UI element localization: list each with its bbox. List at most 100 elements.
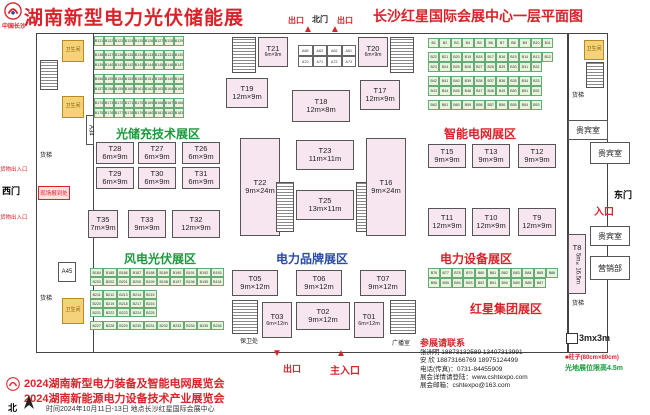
booth-B186[interactable]: B186 bbox=[116, 268, 131, 277]
booth-B166[interactable]: B166 bbox=[174, 98, 184, 108]
booth-B211[interactable]: B211 bbox=[90, 290, 104, 299]
booth-B147[interactable]: B147 bbox=[174, 60, 184, 70]
booth-B168[interactable]: B168 bbox=[154, 98, 164, 108]
booth-B143[interactable]: B143 bbox=[134, 60, 144, 70]
booth-B195[interactable]: B195 bbox=[197, 277, 211, 286]
booth-B135[interactable]: B135 bbox=[124, 50, 134, 60]
booth-A73[interactable]: A73 bbox=[341, 56, 356, 67]
booth-A65[interactable]: A65 bbox=[298, 45, 313, 56]
booth-B156[interactable]: B156 bbox=[94, 74, 104, 84]
booth-B134[interactable]: B134 bbox=[134, 50, 144, 60]
booth-B182[interactable]: B182 bbox=[164, 108, 174, 118]
booth-B76[interactable]: B76 bbox=[428, 268, 440, 278]
booth-B27[interactable]: B27 bbox=[473, 62, 485, 72]
booth-B149[interactable]: B149 bbox=[164, 74, 174, 84]
booth-B151[interactable]: B151 bbox=[144, 74, 154, 84]
booth-B167[interactable]: B167 bbox=[164, 98, 174, 108]
booth-B190[interactable]: B190 bbox=[170, 268, 184, 277]
booth-B150[interactable]: B150 bbox=[154, 74, 164, 84]
booth-B212[interactable]: B212 bbox=[103, 290, 117, 299]
booth-B127[interactable]: B127 bbox=[154, 36, 164, 46]
booth-B31[interactable]: B31 bbox=[519, 62, 531, 72]
booth-B60[interactable]: B60 bbox=[450, 100, 463, 110]
booth-B13[interactable]: B13 bbox=[530, 52, 542, 62]
booth-B85[interactable]: B85 bbox=[534, 268, 546, 278]
booth-B96[interactable]: B96 bbox=[428, 278, 440, 288]
booth-B154[interactable]: B154 bbox=[114, 74, 124, 84]
booth-B152[interactable]: B152 bbox=[134, 74, 144, 84]
booth-B199[interactable]: B199 bbox=[143, 277, 157, 286]
booth-B220[interactable]: B220 bbox=[90, 299, 104, 308]
booth-B21[interactable]: B21 bbox=[439, 52, 451, 62]
booth-B42[interactable]: B42 bbox=[428, 76, 440, 86]
booth-B5[interactable]: B5 bbox=[473, 38, 485, 48]
booth-B192[interactable]: B192 bbox=[197, 268, 211, 277]
booth-B159[interactable]: B159 bbox=[114, 84, 124, 94]
booth-B10[interactable]: B10 bbox=[530, 38, 542, 48]
booth-B218[interactable]: B218 bbox=[116, 299, 131, 308]
booth-T8[interactable]: T8 5m×16.5m bbox=[568, 234, 586, 294]
booth-B219[interactable]: B219 bbox=[103, 299, 117, 308]
booth-B193[interactable]: B193 bbox=[210, 268, 224, 277]
booth-B130[interactable]: B130 bbox=[174, 50, 184, 60]
booth-B224[interactable]: B224 bbox=[130, 308, 144, 317]
booth-B142[interactable]: B142 bbox=[124, 60, 134, 70]
booth-B1[interactable]: B1 bbox=[428, 38, 440, 48]
booth-B170[interactable]: B170 bbox=[134, 98, 144, 108]
booth-A72[interactable]: A72 bbox=[327, 56, 342, 67]
booth-B162[interactable]: B162 bbox=[144, 84, 154, 94]
booth-B179[interactable]: B179 bbox=[134, 108, 144, 118]
booth-B140[interactable]: B140 bbox=[104, 60, 114, 70]
booth-B93[interactable]: B93 bbox=[463, 278, 476, 288]
booth-B77[interactable]: B77 bbox=[439, 268, 452, 278]
booth-B223[interactable]: B223 bbox=[116, 308, 131, 317]
booth-B230[interactable]: B230 bbox=[130, 321, 144, 330]
booth-B200[interactable]: B200 bbox=[130, 277, 144, 286]
booth-B53[interactable]: B53 bbox=[530, 100, 542, 110]
booth-B11[interactable]: B11 bbox=[542, 38, 554, 48]
booth-B194[interactable]: B194 bbox=[210, 277, 224, 286]
booth-B6[interactable]: B6 bbox=[485, 38, 497, 48]
booth-A61[interactable]: A61 bbox=[341, 45, 356, 56]
booth-B46[interactable]: B46 bbox=[462, 86, 474, 96]
booth-B16[interactable]: B16 bbox=[496, 52, 508, 62]
booth-B4[interactable]: B4 bbox=[462, 38, 474, 48]
booth-B169[interactable]: B169 bbox=[144, 98, 154, 108]
booth-B33[interactable]: B33 bbox=[530, 76, 542, 86]
booth-B94[interactable]: B94 bbox=[451, 278, 464, 288]
booth-B20[interactable]: B20 bbox=[450, 52, 463, 62]
booth-B176[interactable]: B176 bbox=[104, 108, 114, 118]
booth-B178[interactable]: B178 bbox=[124, 108, 134, 118]
booth-B222[interactable]: B222 bbox=[103, 308, 117, 317]
booth-B32[interactable]: B32 bbox=[530, 62, 542, 72]
booth-B141[interactable]: B141 bbox=[114, 60, 124, 70]
booth-B185[interactable]: B185 bbox=[103, 268, 117, 277]
booth-B44[interactable]: B44 bbox=[439, 86, 451, 96]
booth-B187[interactable]: B187 bbox=[130, 268, 144, 277]
booth-B137[interactable]: B137 bbox=[104, 50, 114, 60]
booth-A34[interactable]: A34 bbox=[86, 115, 94, 145]
booth-B213[interactable]: B213 bbox=[116, 290, 131, 299]
booth-B202[interactable]: B202 bbox=[103, 277, 117, 286]
